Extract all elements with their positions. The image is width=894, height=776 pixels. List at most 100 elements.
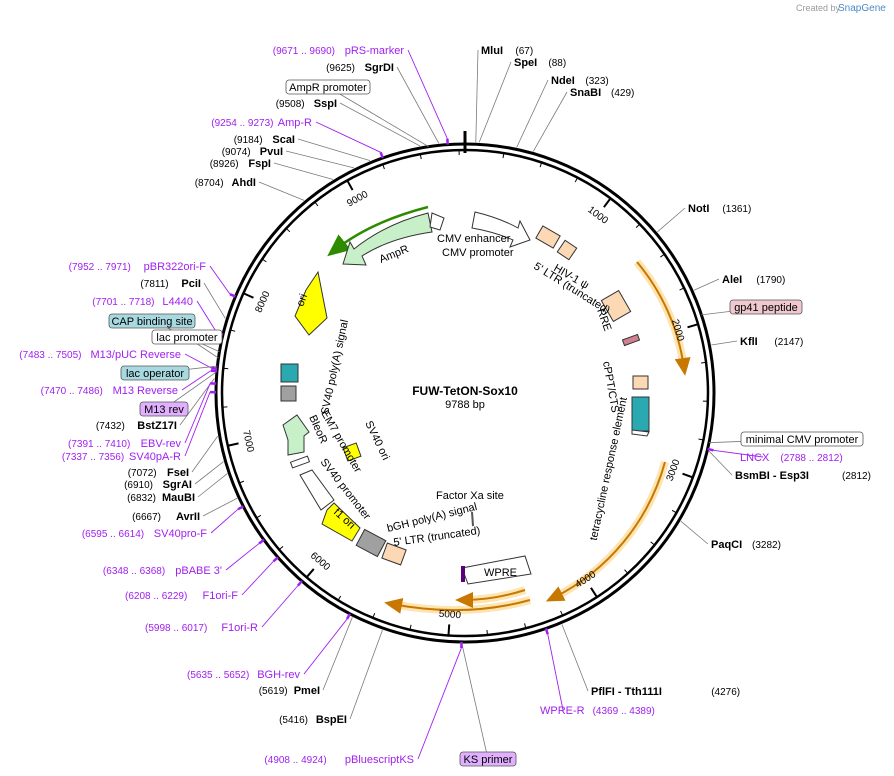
- primer[interactable]: WPRE-R(4369 .. 4389): [540, 705, 655, 717]
- enzyme-site[interactable]: AhdI(8704): [195, 177, 256, 189]
- wpre-feature: [461, 555, 532, 585]
- credit-prefix: Created by: [796, 3, 841, 13]
- enzyme-leader: [693, 278, 720, 291]
- feature-box-label[interactable]: M13 rev: [139, 401, 189, 417]
- enzyme-position: (7072): [128, 468, 157, 479]
- primer[interactable]: BGH-rev(5635 .. 5652): [187, 669, 300, 681]
- scale-tick: [624, 569, 629, 574]
- enzyme-site[interactable]: SgrAI(6910): [124, 479, 192, 491]
- feature-box-label[interactable]: minimal CMV promoter: [740, 431, 864, 447]
- bleor-feature: [282, 414, 310, 456]
- feature-box-label[interactable]: AmpR promoter: [285, 79, 371, 95]
- primer-position: (7391 .. 7410): [68, 439, 130, 450]
- enzyme-site[interactable]: AleI(1790): [722, 274, 785, 286]
- primer-leader: [184, 392, 211, 457]
- primer[interactable]: EBV-rev(7391 .. 7410): [68, 438, 181, 450]
- primer[interactable]: M13 Reverse(7470 .. 7486): [41, 385, 178, 397]
- enzyme-site[interactable]: NotI(1361): [688, 203, 751, 215]
- enzyme-site[interactable]: SnaBI(429): [570, 87, 634, 99]
- feature-box-label[interactable]: gp41 peptide: [729, 299, 803, 315]
- box-label-frame: [108, 313, 196, 329]
- enzyme-leader: [285, 150, 355, 169]
- primer[interactable]: F1ori-R(5998 .. 6017): [145, 622, 258, 634]
- feature-label-tre: tetracycline response element: [588, 396, 630, 541]
- scale-tick: [305, 568, 315, 578]
- feature-graphics: [280, 205, 691, 615]
- orf-arrow-1: [636, 261, 691, 376]
- enzyme-leader: [258, 181, 305, 201]
- enzyme-site[interactable]: MauBI(6832): [127, 492, 195, 504]
- scale-tick: [285, 228, 291, 233]
- primer[interactable]: L4440(7701 .. 7718): [92, 296, 193, 308]
- box-label-frame: [151, 329, 223, 345]
- enzyme-site[interactable]: PaqCI(3282): [711, 539, 781, 551]
- feature-box-label[interactable]: KS primer: [459, 751, 517, 767]
- primer[interactable]: pBluescriptKS(4908 .. 4924): [264, 754, 414, 766]
- scale-tick: [419, 154, 422, 160]
- psi-box: [556, 239, 578, 261]
- primer[interactable]: pRS-marker(9671 .. 9690): [273, 45, 405, 57]
- primer[interactable]: SV40pro-F(6595 .. 6614): [82, 528, 207, 540]
- scale-tick: [590, 587, 598, 598]
- feature-label-cmv-promoter: CMV promoter: [442, 247, 514, 259]
- enzyme-name: NdeI: [551, 75, 575, 87]
- enzyme-site[interactable]: PciI(7811): [140, 278, 201, 290]
- box-label-text: lac promoter: [156, 332, 217, 344]
- primer-position: (5998 .. 6017): [145, 623, 207, 634]
- primer-site: [211, 366, 218, 370]
- scale-tick: [346, 179, 354, 191]
- primer[interactable]: pBABE 3'(6348 .. 6368): [103, 565, 222, 577]
- enzyme-position: (5619): [259, 686, 288, 697]
- enzyme-site[interactable]: PflFI - Tth111I(4276): [591, 686, 740, 698]
- primer[interactable]: Amp-R(9254 .. 9273): [211, 117, 312, 129]
- enzyme-site[interactable]: SgrDI(9625): [326, 62, 394, 74]
- enzyme-site[interactable]: AvrII(6667): [132, 511, 200, 523]
- enzyme-site[interactable]: KflI(2147): [740, 336, 803, 348]
- box-label-frame: [740, 431, 864, 447]
- enzyme-site[interactable]: ScaI(9184): [234, 134, 295, 146]
- feature-box-label[interactable]: lac promoter: [151, 329, 223, 345]
- enzyme-site[interactable]: FspI(8926): [210, 158, 271, 170]
- enzyme-position: (7432): [96, 421, 125, 432]
- primer[interactable]: LNCX(2788 .. 2812): [740, 452, 843, 464]
- enzyme-name: PvuI: [260, 146, 283, 158]
- enzyme-site[interactable]: PvuI(9074): [222, 146, 283, 158]
- scale-tick: [243, 292, 254, 299]
- primer[interactable]: F1ori-F(6208 .. 6229): [125, 590, 238, 602]
- ltr-box: [535, 225, 561, 249]
- enzyme-site[interactable]: SpeI(88): [514, 57, 566, 69]
- enzyme-position: (323): [585, 76, 608, 87]
- enzyme-site[interactable]: BsmBI - Esp3I(2812): [735, 470, 871, 482]
- primer[interactable]: pBR322ori-F(7952 .. 7971): [69, 261, 207, 273]
- primer-leader: [184, 383, 211, 444]
- primer-position: (7701 .. 7718): [92, 297, 154, 308]
- box-label-text: gp41 peptide: [734, 302, 798, 314]
- primer-leader: [417, 647, 462, 760]
- feature-box-label[interactable]: lac operator: [120, 365, 190, 381]
- primer-position: (7952 .. 7971): [69, 262, 131, 273]
- gp41-box: [621, 333, 641, 347]
- enzyme-leader: [273, 162, 334, 180]
- enzyme-site[interactable]: NdeI (323): [551, 75, 609, 87]
- enzyme-site[interactable]: MluI(67): [481, 45, 533, 57]
- tick-label: 1000: [585, 205, 610, 227]
- enzyme-name: PciI: [181, 278, 201, 290]
- enzyme-site[interactable]: BspEI(5416): [279, 714, 347, 726]
- enzyme-leader: [478, 61, 512, 143]
- primer[interactable]: M13/pUC Reverse(7483 .. 7505): [19, 349, 181, 361]
- ampr-feature: [342, 212, 433, 266]
- scale-tick: [447, 624, 451, 636]
- cppt-box: [632, 375, 649, 390]
- enzyme-site[interactable]: FseI(7072): [128, 467, 189, 479]
- enzyme-site[interactable]: PmeI(5619): [259, 685, 320, 697]
- enzyme-site[interactable]: BstZ17I(7432): [96, 420, 177, 432]
- primer-site: [237, 505, 244, 511]
- enzyme-site[interactable]: SspI(9508): [276, 98, 337, 110]
- primer[interactable]: SV40pA-R(7337 .. 7356): [62, 451, 181, 463]
- feature-box-label[interactable]: CAP binding site: [108, 313, 196, 329]
- scale-tick: [671, 509, 677, 514]
- enzyme-position: (6667): [132, 512, 161, 523]
- scale-tick: [314, 201, 319, 207]
- enzyme-leader: [191, 435, 219, 473]
